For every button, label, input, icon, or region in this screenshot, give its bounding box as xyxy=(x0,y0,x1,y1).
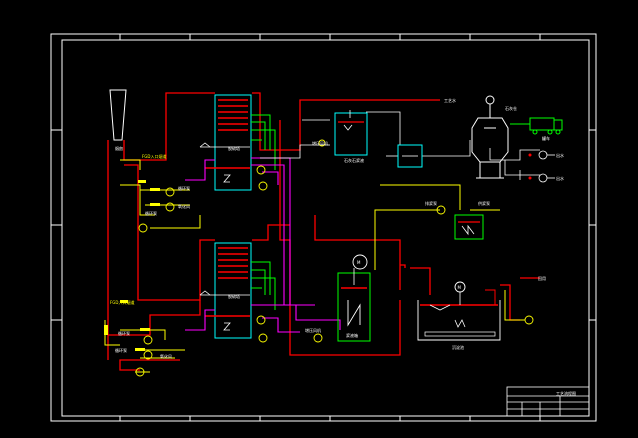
right-out-2-label: 出水 xyxy=(556,175,564,181)
utility-lines xyxy=(260,111,540,180)
slurry-lines xyxy=(185,157,341,333)
truck-label: 罐车 xyxy=(542,135,550,141)
upper-pump-mid-label: 循环泵 xyxy=(178,185,190,191)
lower-tower-label: 脱硫塔 xyxy=(228,293,240,299)
limestone-tank-label: 石灰石浆液 xyxy=(344,157,364,163)
filter-box xyxy=(397,144,423,168)
slurry-tank xyxy=(337,254,371,342)
clarifier-out-label: 回用 xyxy=(538,276,546,281)
dewater-pump-label: 排浆泵 xyxy=(425,200,437,206)
upper-pump-left-label: 循环泵 xyxy=(145,210,157,216)
clarifier-label: 沉淀池 xyxy=(452,344,464,350)
title-block xyxy=(506,386,590,417)
title-block-text: 工艺流程图 xyxy=(556,390,576,396)
clarifier-motor-label: M xyxy=(458,285,462,290)
lower-absorber-tower xyxy=(199,242,276,339)
frame-ticks xyxy=(51,34,596,421)
slurry-tank-label: 浆液箱 xyxy=(346,332,358,338)
outlet-pumps xyxy=(538,150,555,183)
lower-pump-left-label: 循环泵 xyxy=(118,330,130,336)
limestone-tank xyxy=(334,110,368,156)
outlet-valve-1 xyxy=(528,153,532,157)
truck xyxy=(510,117,563,135)
fan-upper-label: 增压风机 xyxy=(312,140,328,146)
mixer-label: M xyxy=(357,260,361,265)
header-top-label: 工艺水 xyxy=(444,97,456,103)
stack-chimney xyxy=(109,89,127,141)
fan-lower-label: 增压风机 xyxy=(305,327,321,333)
lower-pump-right-label: 氧化风 xyxy=(160,353,172,359)
flue-in-upper-label: FGD入口烟道 xyxy=(142,153,166,159)
feed-pump-label: 供浆泵 xyxy=(478,200,490,206)
flue-gas-lines xyxy=(107,92,540,371)
upper-tower-label: 脱硫塔 xyxy=(228,145,240,151)
lower-pump-mid-label: 循环泵 xyxy=(115,347,127,353)
valve-markers xyxy=(104,180,160,351)
lime-silo xyxy=(471,95,509,179)
lime-silo-label: 石灰仓 xyxy=(505,105,517,111)
drawing-frame xyxy=(50,33,597,422)
clarifier xyxy=(417,281,501,341)
outlet-valve-2 xyxy=(528,176,532,180)
tower-pumps xyxy=(135,139,534,377)
flue-in-lower-label: FGD入口烟道 xyxy=(110,299,134,305)
dosing-tank xyxy=(436,205,484,240)
upper-absorber-tower xyxy=(199,94,276,191)
upper-pump-right-label: 氧化风 xyxy=(178,203,190,209)
stack-label: 烟囱 xyxy=(115,145,123,151)
right-out-1-label: 出水 xyxy=(556,152,564,158)
